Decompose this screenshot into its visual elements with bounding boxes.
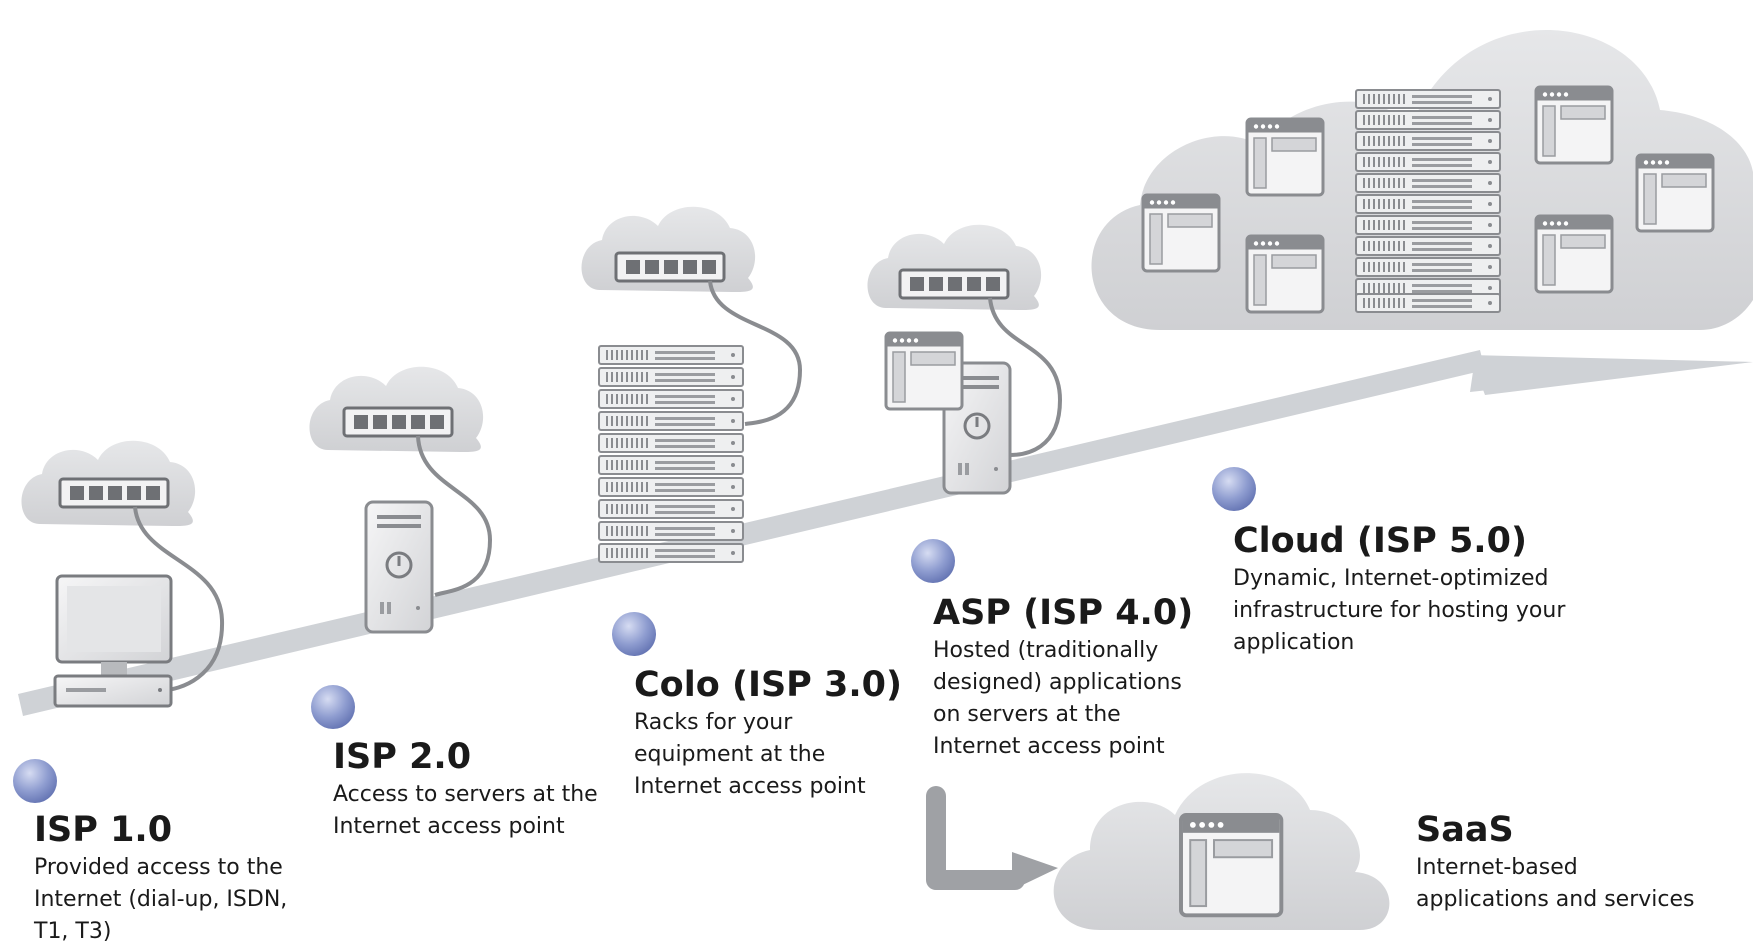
server-rack-icon: [598, 345, 744, 563]
cable: [708, 280, 803, 426]
stage-title: SaaS: [1416, 810, 1514, 850]
isp2-illustration: [309, 366, 493, 634]
stage-title: ISP 2.0: [333, 737, 472, 777]
network-switch-icon: [898, 268, 1010, 300]
stage-colo: Colo (ISP 3.0) Racks for your equipment …: [634, 665, 902, 803]
application-window-icon: [884, 331, 964, 411]
timeline-node-isp2: [311, 685, 355, 729]
application-window-icon: [1635, 153, 1715, 233]
application-window-icon: [1245, 117, 1325, 197]
asp-illustration: [867, 224, 1063, 495]
stage-title: Cloud (ISP 5.0): [1233, 521, 1527, 561]
tower-server-icon: [364, 500, 434, 634]
stage-isp2: ISP 2.0 Access to servers at the Interne…: [333, 737, 598, 843]
timeline-node-asp: [911, 539, 955, 583]
stage-description: Provided access to the Internet (dial-up…: [34, 855, 288, 944]
network-switch-icon: [342, 406, 454, 438]
stage-description: Access to servers at the Internet access…: [333, 782, 598, 839]
application-window-icon: [1179, 813, 1284, 918]
stage-saas: SaaS Internet-based applications and ser…: [1416, 810, 1694, 916]
desktop-computer-icon: [53, 574, 173, 708]
stage-cloud: Cloud (ISP 5.0) Dynamic, Internet-optimi…: [1233, 521, 1565, 659]
stage-title: ASP (ISP 4.0): [933, 593, 1194, 633]
isp1-illustration: [21, 440, 225, 708]
stage-description: Hosted (traditionally designed) applicat…: [933, 638, 1182, 759]
timeline-node-colo: [612, 612, 656, 656]
application-window-icon: [1141, 193, 1221, 273]
network-switch-icon: [614, 251, 726, 283]
branch-arrow-icon: [926, 786, 1025, 890]
stage-title: Colo (ISP 3.0): [634, 665, 903, 705]
stage-isp1: ISP 1.0 Provided access to the Internet …: [34, 810, 287, 948]
stage-asp: ASP (ISP 4.0) Hosted (traditionally desi…: [933, 593, 1193, 763]
cable: [416, 435, 493, 597]
stage-description: Racks for your equipment at the Internet…: [634, 710, 866, 799]
cloud-illustration: [1091, 30, 1753, 330]
stage-description: Internet-based applications and services: [1416, 855, 1695, 912]
server-rack-icon: [1355, 89, 1501, 313]
timeline-node-isp1: [13, 759, 57, 803]
saas-illustration: [926, 773, 1390, 930]
application-window-icon: [1534, 214, 1614, 294]
application-window-icon: [1245, 234, 1325, 314]
timeline-node-cloud: [1212, 467, 1256, 511]
network-switch-icon: [58, 477, 170, 509]
cable: [988, 297, 1063, 457]
stage-title: ISP 1.0: [34, 810, 173, 850]
colo-illustration: [581, 206, 803, 563]
timeline-nodes: [13, 467, 1256, 803]
stage-description: Dynamic, Internet-optimized infrastructu…: [1233, 566, 1566, 655]
application-window-icon: [1534, 85, 1614, 165]
cable: [133, 506, 225, 692]
